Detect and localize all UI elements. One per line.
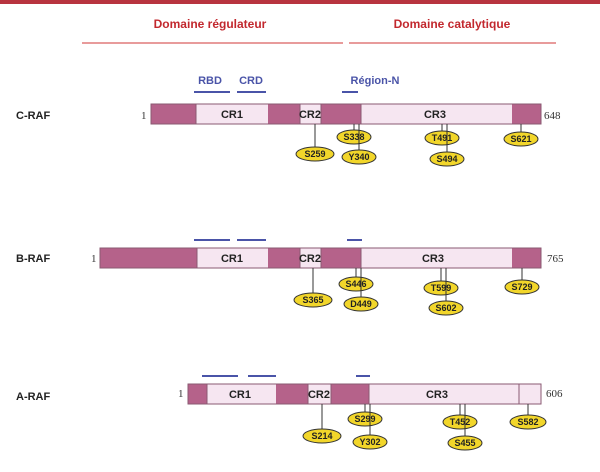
crd-label: CRD (239, 75, 263, 87)
protein-b-raf: B-RAF 1 765 CR1 CR2 CR3 S365 (16, 239, 564, 316)
protein-name: A-RAF (16, 391, 50, 403)
dark-segment (512, 104, 541, 124)
site-y302: Y302 (352, 404, 388, 450)
site-t452: T452 (442, 404, 478, 430)
site-s621: S621 (503, 124, 539, 147)
protein-name: B-RAF (16, 253, 50, 265)
cr1-label: CR1 (229, 389, 251, 401)
regulatory-domain-header: Domaine régulateur (154, 17, 267, 31)
svg-text:S338: S338 (343, 132, 364, 142)
site-s338: S338 (336, 124, 372, 145)
site-s582: S582 (509, 404, 547, 430)
cr2-label: CR2 (308, 389, 330, 401)
site-t599: T599 (423, 268, 459, 296)
site-t491: T491 (424, 124, 460, 146)
svg-text:S214: S214 (311, 431, 332, 441)
rbd-label: RBD (198, 75, 222, 87)
svg-text:S494: S494 (436, 154, 457, 164)
cr3-label: CR3 (424, 109, 446, 121)
site-s446: S446 (338, 268, 374, 292)
dark-segment (268, 248, 300, 268)
cr2-label: CR2 (299, 109, 321, 121)
site-s494: S494 (429, 124, 465, 167)
site-s259: S259 (295, 124, 335, 162)
top-accent-bar (0, 0, 600, 4)
svg-text:T491: T491 (432, 133, 453, 143)
svg-text:S602: S602 (435, 303, 456, 313)
cr1-label: CR1 (221, 109, 243, 121)
protein-c-raf: C-RAF 1 648 CR1 CR2 CR3 S259 (16, 91, 561, 167)
svg-text:D449: D449 (350, 299, 372, 309)
svg-text:Y302: Y302 (359, 437, 380, 447)
svg-text:S446: S446 (345, 279, 366, 289)
svg-text:T599: T599 (431, 283, 452, 293)
cr3-label: CR3 (426, 389, 448, 401)
start-residue: 1 (178, 388, 184, 400)
dark-segment (276, 384, 308, 404)
protein-name: C-RAF (16, 110, 50, 122)
end-residue: 765 (547, 253, 564, 265)
site-s602: S602 (428, 268, 464, 316)
dark-segment (268, 104, 300, 124)
site-s214: S214 (302, 404, 342, 444)
start-residue: 1 (141, 110, 147, 122)
svg-text:S259: S259 (304, 149, 325, 159)
svg-text:S621: S621 (510, 134, 531, 144)
svg-text:S582: S582 (517, 417, 538, 427)
site-s299: S299 (347, 404, 383, 427)
dark-segment (331, 384, 369, 404)
protein-a-raf: A-RAF 1 606 CR1 CR2 CR3 S214 (16, 375, 563, 451)
cr2-label: CR2 (299, 253, 321, 265)
svg-text:S299: S299 (354, 414, 375, 424)
site-y340: Y340 (341, 124, 377, 165)
dark-segment (321, 104, 361, 124)
svg-text:T452: T452 (450, 417, 471, 427)
dark-segment (188, 384, 207, 404)
site-s455: S455 (447, 404, 483, 451)
site-d449: D449 (343, 268, 379, 312)
end-residue: 648 (544, 110, 561, 122)
svg-text:S455: S455 (454, 438, 475, 448)
svg-text:Y340: Y340 (348, 152, 369, 162)
dark-segment (321, 248, 361, 268)
site-s729: S729 (504, 268, 540, 295)
region-n-label: Région-N (351, 75, 400, 87)
cr1-label: CR1 (221, 253, 243, 265)
dark-segment (100, 248, 197, 268)
catalytic-domain-header: Domaine catalytique (394, 17, 511, 31)
site-s365: S365 (293, 268, 333, 308)
dark-segment (151, 104, 196, 124)
svg-text:S365: S365 (302, 295, 323, 305)
start-residue: 1 (91, 253, 97, 265)
light-end-segment (519, 384, 541, 404)
end-residue: 606 (546, 388, 563, 400)
svg-text:S729: S729 (511, 282, 532, 292)
cr3-label: CR3 (422, 253, 444, 265)
dark-segment (512, 248, 541, 268)
